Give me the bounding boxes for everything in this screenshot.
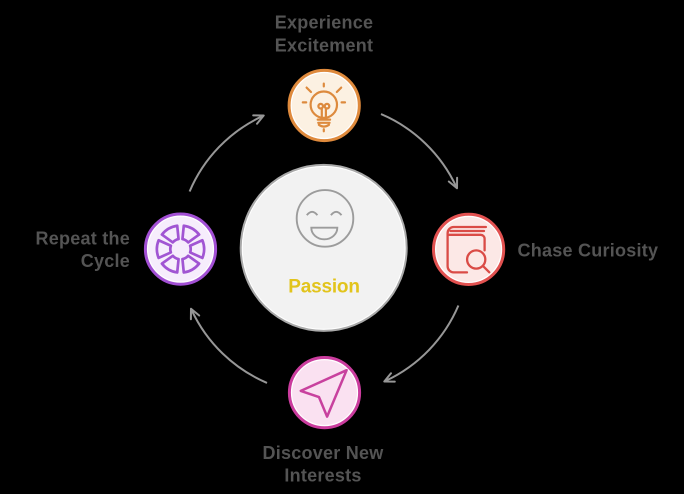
svg-text:Chase Curiosity: Chase Curiosity <box>518 240 659 260</box>
svg-text:Passion: Passion <box>288 277 359 298</box>
svg-text:Discover New: Discover New <box>262 443 384 463</box>
svg-text:Interests: Interests <box>284 466 361 486</box>
svg-text:Excitement: Excitement <box>275 35 374 55</box>
svg-text:Experience: Experience <box>275 12 374 32</box>
svg-text:Cycle: Cycle <box>81 251 130 271</box>
svg-text:Repeat the: Repeat the <box>35 228 130 248</box>
